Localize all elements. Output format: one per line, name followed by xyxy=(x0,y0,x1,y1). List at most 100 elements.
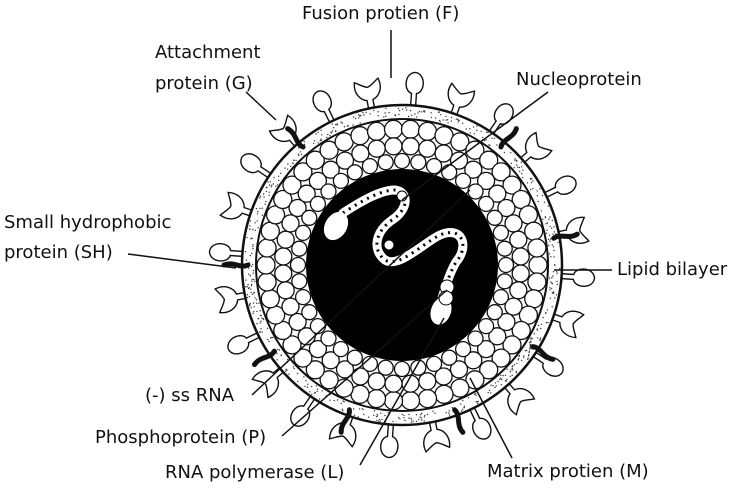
bilayer-dot xyxy=(245,286,247,288)
matrix-protein-bead xyxy=(425,157,443,175)
matrix-protein-bead xyxy=(410,359,427,376)
bilayer-dot xyxy=(268,340,270,343)
bilayer-dot xyxy=(515,371,518,373)
bilayer-dot xyxy=(500,384,502,386)
matrix-protein-bead xyxy=(377,359,394,376)
bilayer-dot xyxy=(450,120,453,122)
bilayer-dot xyxy=(509,375,511,377)
bilayer-dot xyxy=(271,336,273,339)
bilayer-dot xyxy=(423,420,425,422)
bilayer-dot xyxy=(264,203,266,205)
bilayer-dot xyxy=(460,403,462,405)
nucleoprotein-head xyxy=(323,211,349,241)
bilayer-dot xyxy=(248,296,251,298)
bilayer-dot xyxy=(540,323,543,326)
bilayer-dot xyxy=(546,222,548,224)
bilayer-dot xyxy=(265,186,268,189)
bilayer-dot xyxy=(547,321,549,324)
bilayer-dot xyxy=(259,331,261,334)
bilayer-dot xyxy=(246,236,248,239)
bilayer-dot xyxy=(419,414,422,416)
bilayer-dot xyxy=(257,227,259,229)
matrix-protein-bead xyxy=(260,289,280,309)
rna-strand-texture xyxy=(342,188,465,305)
bilayer-dot xyxy=(321,134,323,136)
matrix-protein-bead xyxy=(367,139,386,158)
bilayer-dot xyxy=(530,337,532,339)
bilayer-dot xyxy=(317,142,319,144)
bilayer-dot xyxy=(511,374,513,376)
bilayer-dot xyxy=(549,216,551,218)
bilayer-dot xyxy=(418,418,420,421)
bilayer-dot xyxy=(420,417,423,419)
bilayer-dot xyxy=(330,131,332,133)
bilayer-dot xyxy=(546,229,548,231)
bilayer-dot xyxy=(500,374,502,376)
bilayer-dot xyxy=(501,378,503,381)
bilayer-dot xyxy=(559,268,561,270)
bilayer-dot xyxy=(542,218,544,220)
bilayer-dot xyxy=(255,207,258,210)
bilayer-dot xyxy=(300,153,303,156)
label-nucleoprotein: Nucleoprotein xyxy=(516,69,642,90)
bilayer-dot xyxy=(549,297,551,299)
bilayer-dot xyxy=(326,136,328,139)
bilayer-dot xyxy=(503,151,506,154)
bilayer-dot xyxy=(341,122,343,124)
bilayer-dot xyxy=(269,337,272,339)
bilayer-dot xyxy=(516,160,518,162)
bilayer-dot xyxy=(423,416,426,418)
bilayer-dot xyxy=(367,416,370,418)
bilayer-dot xyxy=(341,408,343,410)
bilayer-dot xyxy=(481,136,484,139)
bilayer-dot xyxy=(265,190,267,193)
matrix-protein-bead xyxy=(301,209,318,226)
bilayer-dot xyxy=(369,113,371,115)
matrix-protein-bead xyxy=(511,264,530,283)
matrix-protein-bead xyxy=(367,372,386,391)
bilayer-dot xyxy=(556,283,558,286)
bilayer-dot xyxy=(547,238,550,241)
bilayer-dot xyxy=(252,272,254,274)
bilayer-dot xyxy=(353,408,355,410)
matrix-protein-bead xyxy=(291,240,308,257)
bilayer-dot xyxy=(536,190,538,192)
bilayer-dot xyxy=(255,299,258,301)
label-small-h-line-1: Small hydrophobic xyxy=(4,212,172,233)
bilayer-dot xyxy=(259,322,262,324)
bilayer-dot xyxy=(247,283,249,286)
bilayer-dot xyxy=(378,420,380,422)
matrix-protein-bead xyxy=(393,152,411,170)
matrix-protein-bead xyxy=(281,297,300,316)
matrix-protein-bead xyxy=(294,288,312,306)
bilayer-dot xyxy=(385,107,387,110)
matrix-protein-bead xyxy=(320,330,337,347)
bilayer-dot xyxy=(352,124,354,126)
bilayer-dot xyxy=(276,359,278,361)
bilayer-dot xyxy=(545,223,547,225)
matrix-protein-bead xyxy=(346,349,363,366)
bilayer-dot xyxy=(252,245,254,248)
matrix-protein-bead xyxy=(320,183,337,200)
bilayer-dot xyxy=(476,129,478,132)
bilayer-dot xyxy=(397,417,400,419)
bilayer-dot xyxy=(540,210,543,212)
bilayer-dot xyxy=(438,111,440,113)
bilayer-dot xyxy=(511,369,514,371)
bilayer-dot xyxy=(381,418,383,421)
bilayer-dot xyxy=(462,399,464,402)
bilayer-dot xyxy=(358,117,360,119)
bilayer-dot xyxy=(533,333,535,335)
matrix-protein-bead xyxy=(488,184,507,203)
bilayer-dot xyxy=(416,116,418,118)
bilayer-dot xyxy=(387,412,389,414)
matrix-protein-bead xyxy=(319,370,339,390)
bilayer-dot xyxy=(256,220,258,222)
bilayer-dot xyxy=(495,385,497,387)
bilayer-dot xyxy=(506,368,508,370)
bilayer-dot xyxy=(526,182,529,184)
bilayer-dot xyxy=(276,184,279,186)
matrix-protein-bead xyxy=(497,198,516,218)
bilayer-dot xyxy=(555,271,558,273)
